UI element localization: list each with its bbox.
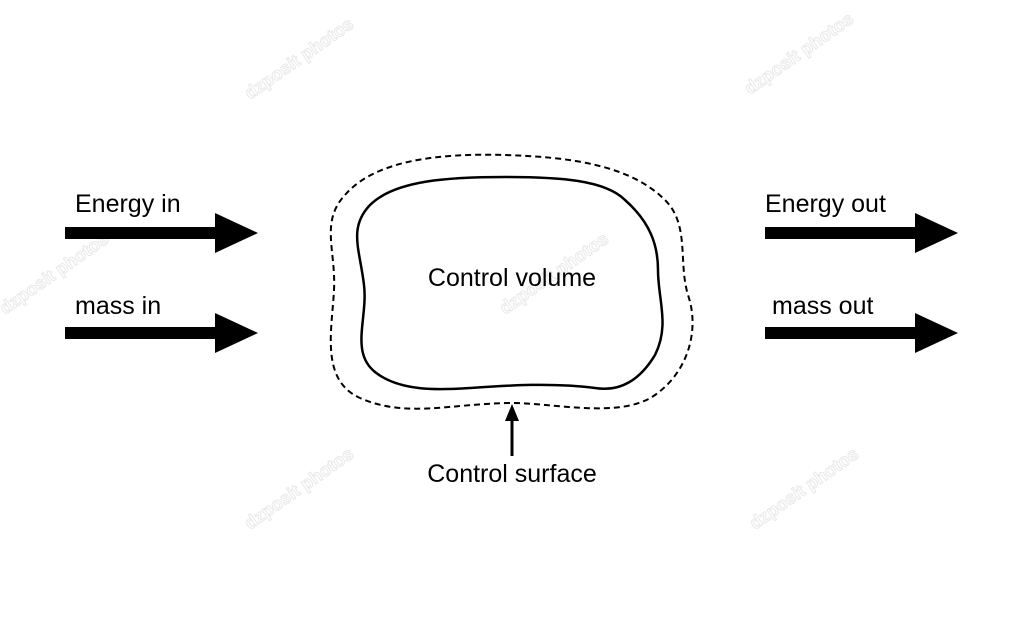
mass-in-label: mass in	[75, 292, 161, 320]
control-volume-boundary	[355, 175, 664, 391]
watermark: dzposit photos	[741, 8, 857, 98]
control-surface-pointer-head	[505, 404, 519, 421]
mass-out-arrow	[765, 313, 958, 353]
watermark: dzposit photos	[241, 443, 357, 533]
control-surface-boundary	[329, 153, 694, 410]
control-surface-label: Control surface	[427, 460, 597, 488]
energy-in-arrow	[65, 213, 258, 253]
energy-out-label: Energy out	[765, 190, 886, 218]
energy-out-arrow	[765, 213, 958, 253]
mass-out-label: mass out	[772, 292, 873, 320]
control-volume-label: Control volume	[428, 264, 596, 292]
watermark: dzposit photos	[241, 13, 357, 103]
mass-in-arrow	[65, 313, 258, 353]
energy-in-label: Energy in	[75, 190, 181, 218]
watermark: dzposit photos	[746, 443, 862, 533]
